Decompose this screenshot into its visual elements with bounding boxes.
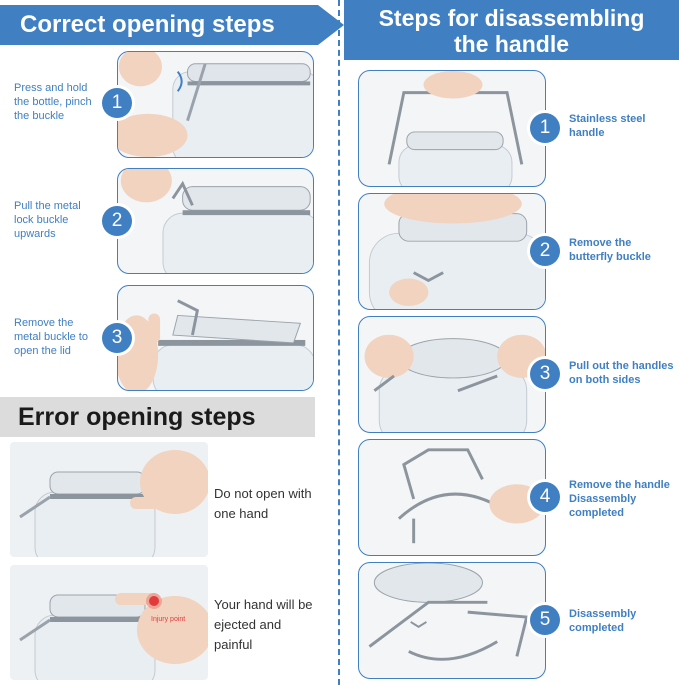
correct-step-3-photo [117, 285, 314, 391]
disassemble-step-3-number: 3 [530, 359, 560, 389]
jar-with-handle-illustration [387, 71, 524, 186]
jar-lift-buckle-illustration [120, 169, 313, 273]
disassemble-step-5-photo [358, 562, 546, 679]
correct-step-2-number: 2 [102, 206, 132, 236]
remove-butterfly-buckle-illustration [368, 194, 545, 309]
disassemble-step-4-label: Remove the handle Disassembly completed [569, 479, 670, 519]
error-steps-banner: Error opening steps [0, 397, 315, 437]
jar-buckle-illustration [118, 52, 313, 157]
correct-step-1-photo [117, 51, 314, 158]
disassemble-step-5-number: 5 [530, 605, 560, 635]
section-divider [338, 0, 340, 685]
disassemble-step-3-photo [358, 316, 546, 433]
disassemble-banner: Steps for disassembling the handle [344, 0, 679, 60]
error-steps-title: Error opening steps [18, 403, 256, 431]
pull-handles-illustration [364, 334, 545, 432]
correct-steps-title: Correct opening steps [20, 11, 275, 38]
disassemble-title-line1: Steps for disassembling [378, 5, 645, 31]
disassemble-step-1-photo [358, 70, 546, 187]
injury-point-label: Injury point [151, 616, 186, 623]
disassemble-step-2-label: Remove the butterfly buckle [569, 237, 651, 263]
error-2-label: Your hand will be ejected and painful [214, 597, 313, 652]
disassemble-step-2-number: 2 [530, 236, 560, 266]
error-1-photo [10, 442, 208, 557]
correct-step-1-number: 1 [102, 88, 132, 118]
disassemble-step-5-label: Disassembly completed [569, 608, 637, 634]
disassemble-step-1-label: Stainless steel handle [569, 113, 646, 139]
injury-point-marker [149, 596, 159, 606]
correct-step-3-label: Remove the metal buckle to open the lid [14, 317, 88, 357]
correct-step-1-label: Press and hold the bottle, pinch the buc… [14, 82, 92, 122]
correct-step-2-photo [117, 168, 314, 274]
disassemble-step-3-label: Pull out the handles on both sides [569, 360, 674, 386]
error-1-label: Do not open with one hand [214, 486, 312, 521]
disassemble-step-2-photo [358, 193, 546, 310]
correct-step-2-label: Pull the metal lock buckle upwards [14, 200, 81, 240]
disassemble-step-1-number: 1 [530, 113, 560, 143]
ejected-hand-illustration [19, 593, 208, 680]
correct-step-3-number: 3 [102, 323, 132, 353]
disassemble-title-line2: the handle [453, 31, 569, 57]
correct-steps-banner: Correct opening steps [0, 5, 344, 45]
disassembled-parts-illustration [368, 563, 529, 661]
disassemble-step-4-number: 4 [530, 482, 560, 512]
one-hand-open-illustration [19, 450, 208, 557]
handle-removed-illustration [397, 448, 545, 544]
jar-open-lid-illustration [118, 299, 313, 390]
error-2-photo [10, 565, 208, 680]
disassemble-step-4-photo [358, 439, 546, 556]
